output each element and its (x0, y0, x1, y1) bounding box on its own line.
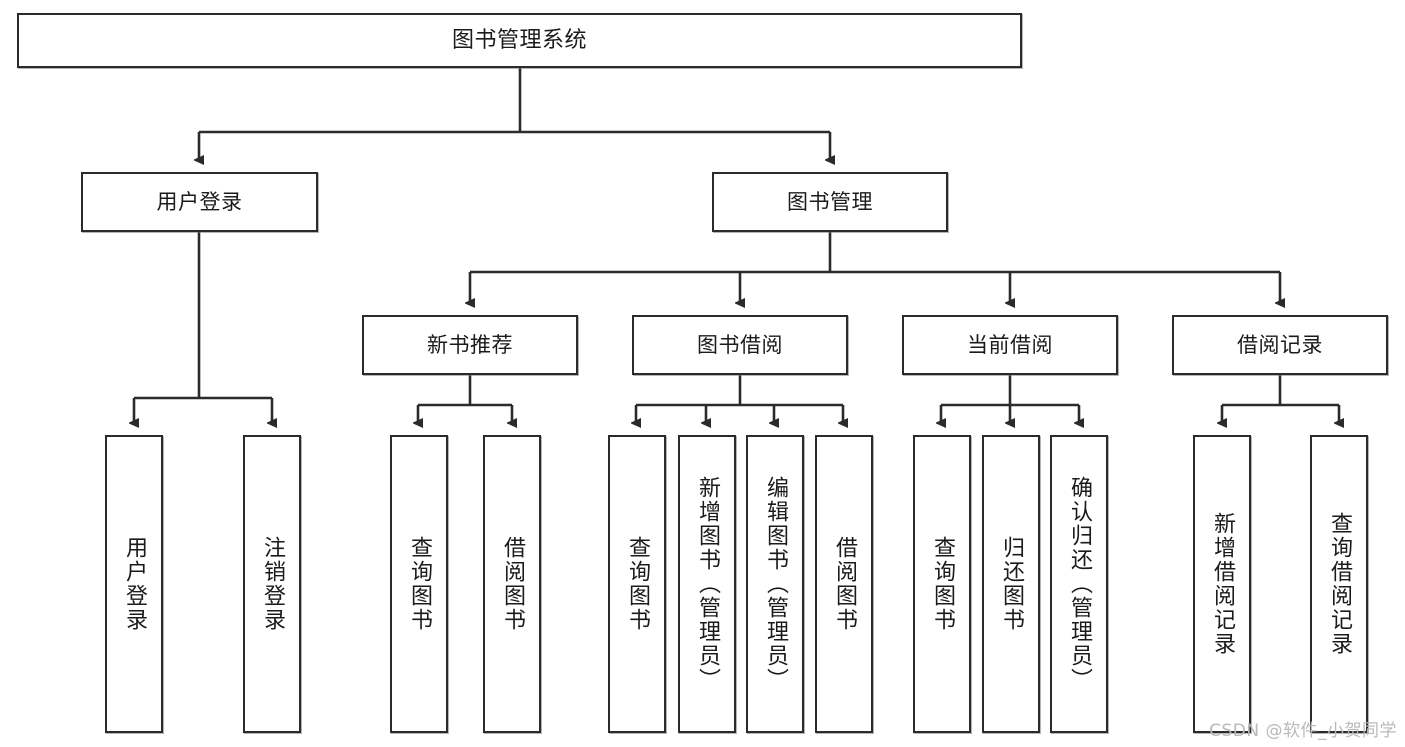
node-leaf-confirm-return-label: 确认归还（管理员） (1067, 476, 1092, 692)
node-borrow-record[interactable]: 借阅记录 (1172, 315, 1388, 375)
node-leaf-add-book-label: 新增图书（管理员） (695, 476, 720, 692)
node-leaf-return-book[interactable]: 归还图书 (982, 435, 1040, 733)
node-leaf-borrow-book-2[interactable]: 借阅图书 (815, 435, 873, 733)
node-book-borrow[interactable]: 图书借阅 (632, 315, 848, 375)
node-book-manage[interactable]: 图书管理 (712, 172, 948, 232)
node-leaf-query-record[interactable]: 查询借阅记录 (1310, 435, 1368, 733)
node-user-login[interactable]: 用户登录 (81, 172, 318, 232)
node-leaf-query-record-label: 查询借阅记录 (1327, 512, 1352, 656)
node-leaf-borrow-book-1-label: 借阅图书 (500, 536, 525, 632)
node-leaf-confirm-return[interactable]: 确认归还（管理员） (1050, 435, 1108, 733)
node-root-label: 图书管理系统 (451, 27, 587, 53)
node-book-borrow-label: 图书借阅 (697, 332, 783, 357)
node-leaf-user-login[interactable]: 用户登录 (105, 435, 163, 733)
node-leaf-logout-login[interactable]: 注销登录 (243, 435, 301, 733)
node-root[interactable]: 图书管理系统 (17, 13, 1022, 68)
node-leaf-user-login-label: 用户登录 (122, 536, 147, 632)
node-leaf-edit-book-label: 编辑图书（管理员） (763, 476, 788, 692)
node-leaf-add-record-label: 新增借阅记录 (1210, 512, 1235, 656)
node-current-borrow[interactable]: 当前借阅 (902, 315, 1118, 375)
node-leaf-query-book-3[interactable]: 查询图书 (913, 435, 971, 733)
node-leaf-borrow-book-1[interactable]: 借阅图书 (483, 435, 541, 733)
node-leaf-query-book-2[interactable]: 查询图书 (608, 435, 666, 733)
node-new-book-recommend[interactable]: 新书推荐 (362, 315, 578, 375)
node-user-login-label: 用户登录 (156, 189, 243, 214)
node-leaf-query-book-1-label: 查询图书 (407, 536, 432, 632)
node-leaf-query-book-3-label: 查询图书 (930, 536, 955, 632)
node-leaf-edit-book[interactable]: 编辑图书（管理员） (746, 435, 804, 733)
node-leaf-query-book-1[interactable]: 查询图书 (390, 435, 448, 733)
watermark-text: CSDN @软件_小贺同学 (1209, 721, 1397, 741)
node-leaf-borrow-book-2-label: 借阅图书 (832, 536, 857, 632)
node-borrow-record-label: 借阅记录 (1237, 332, 1323, 357)
node-leaf-logout-login-label: 注销登录 (260, 536, 285, 632)
node-leaf-query-book-2-label: 查询图书 (625, 536, 650, 632)
node-book-manage-label: 图书管理 (787, 189, 873, 214)
node-new-book-recommend-label: 新书推荐 (427, 332, 513, 357)
node-leaf-add-record[interactable]: 新增借阅记录 (1193, 435, 1251, 733)
node-current-borrow-label: 当前借阅 (967, 332, 1053, 357)
node-leaf-return-book-label: 归还图书 (999, 536, 1024, 632)
node-leaf-add-book[interactable]: 新增图书（管理员） (678, 435, 736, 733)
